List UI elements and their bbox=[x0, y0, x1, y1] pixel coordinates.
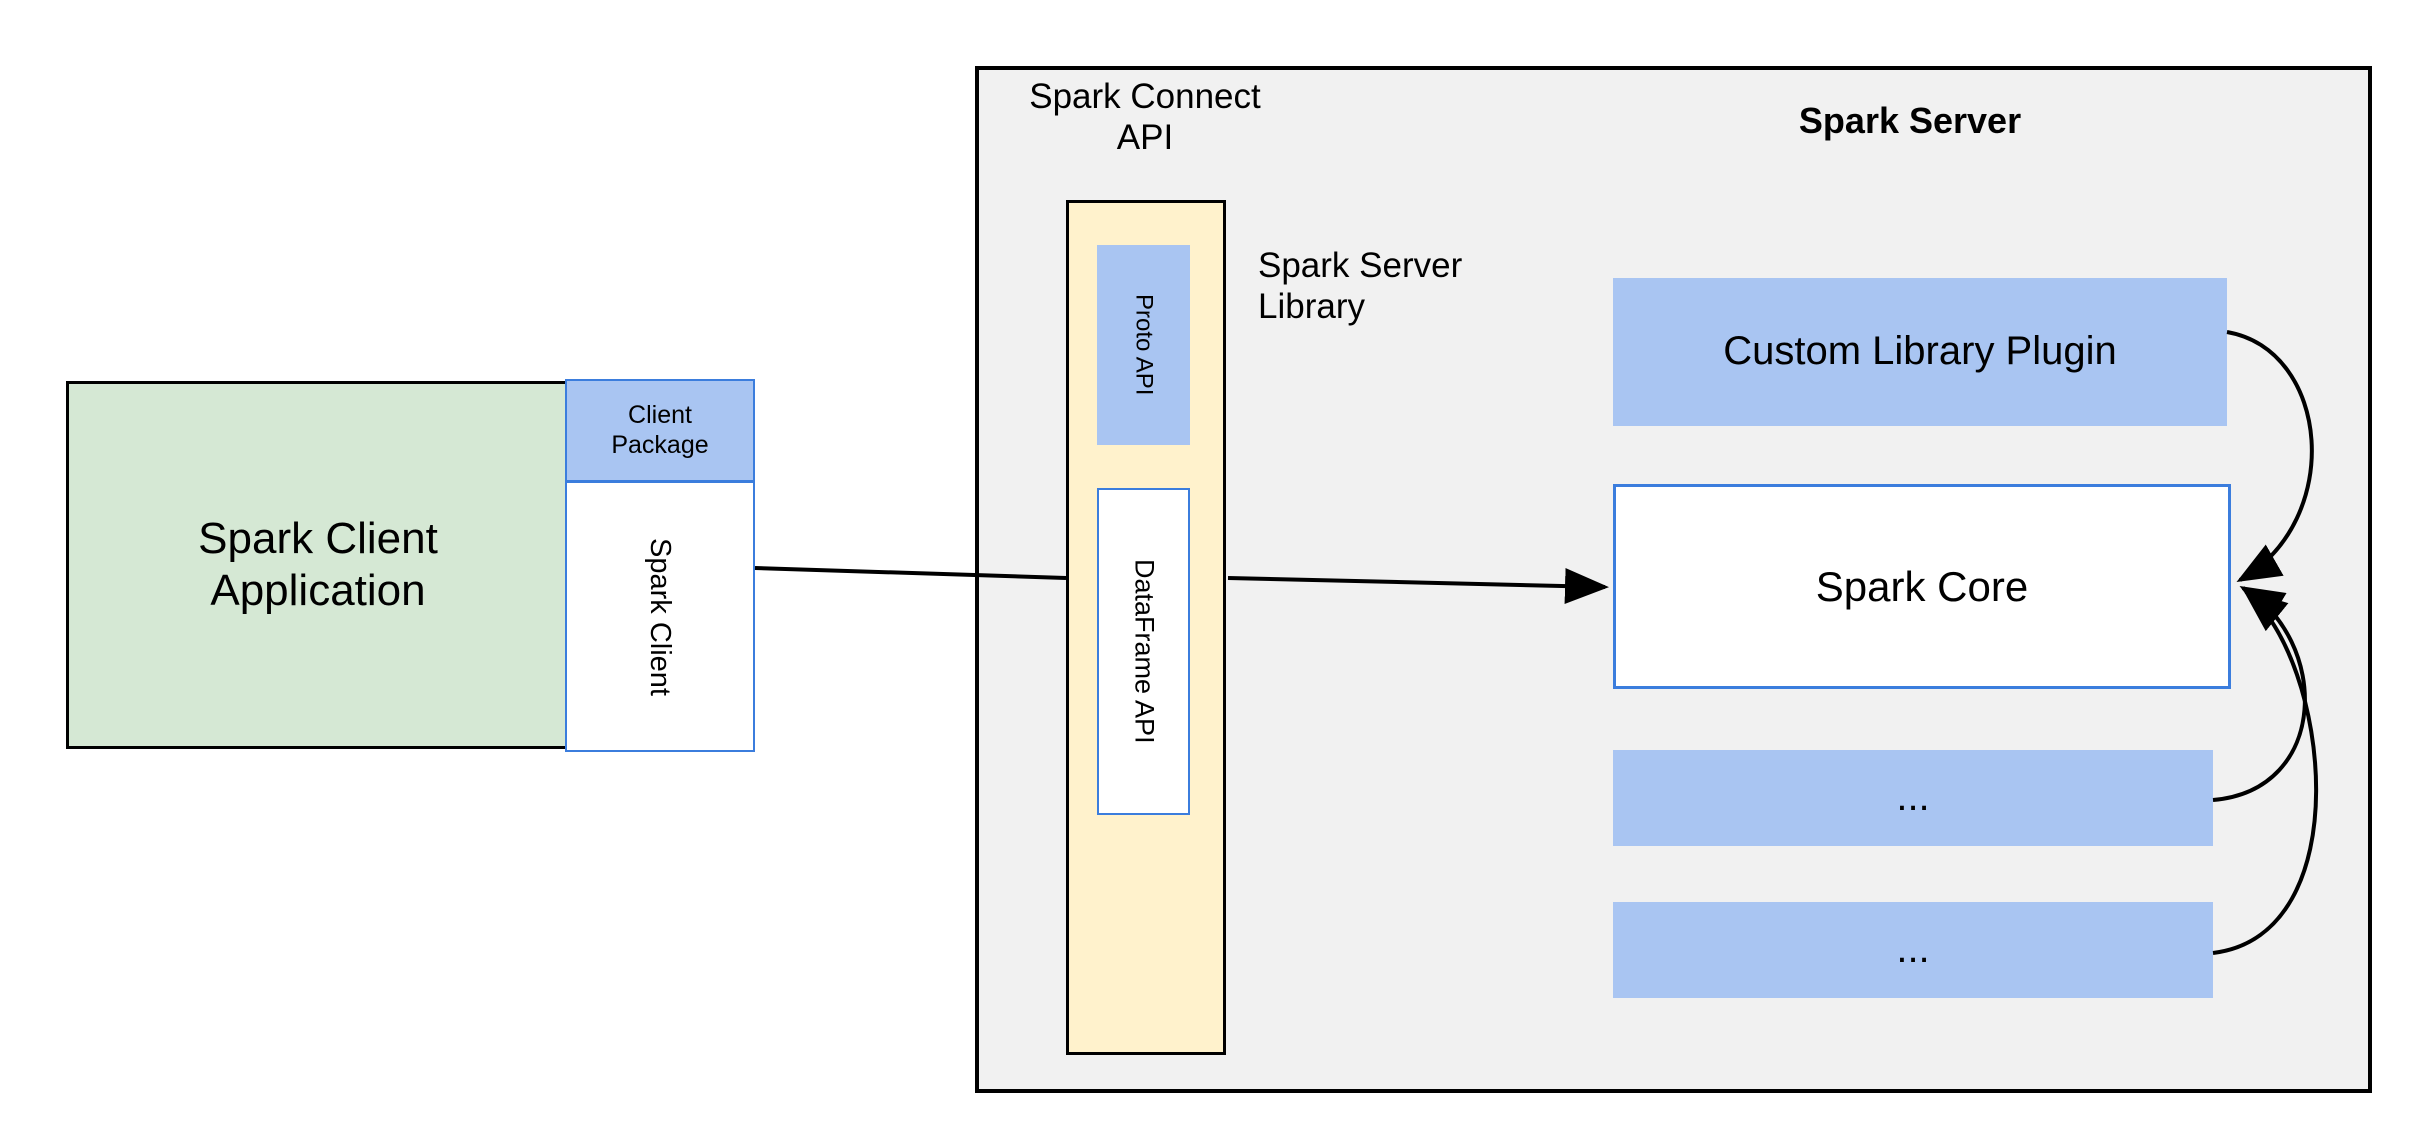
spark-server-library-line2: Library bbox=[1258, 287, 1365, 327]
proto-api-block[interactable]: Proto API bbox=[1097, 245, 1190, 445]
spark-client-block[interactable]: Spark Client bbox=[565, 481, 755, 752]
client-package-line1: Client bbox=[628, 401, 692, 429]
spark-client-label: Spark Client bbox=[644, 537, 677, 696]
additional-plugin-label-1: ... bbox=[1896, 775, 1930, 820]
spark-server-title: Spark Server bbox=[1798, 99, 2022, 141]
spark-client-application-line1: Spark Client bbox=[198, 514, 438, 564]
proto-api-label: Proto API bbox=[1130, 294, 1158, 396]
additional-plugin-block-1[interactable]: ... bbox=[1613, 750, 2213, 846]
dataframe-api-block[interactable]: DataFrame API bbox=[1097, 488, 1190, 815]
spark-core-label: Spark Core bbox=[1815, 562, 2029, 610]
custom-library-plugin-label: Custom Library Plugin bbox=[1723, 329, 2117, 374]
additional-plugin-block-2[interactable]: ... bbox=[1613, 902, 2213, 998]
spark-server-library-label: Spark Server Library bbox=[1258, 245, 1558, 339]
spark-client-application-block[interactable]: Spark Client Application bbox=[66, 381, 570, 749]
spark-core-block[interactable]: Spark Core bbox=[1613, 484, 2231, 689]
spark-server-library-line1: Spark Server bbox=[1258, 246, 1463, 285]
additional-plugin-label-2: ... bbox=[1896, 927, 1930, 972]
client-package-block[interactable]: Client Package bbox=[565, 379, 755, 482]
spark-connect-api-line1: Spark Connect bbox=[1029, 76, 1261, 116]
client-package-line2: Package bbox=[611, 430, 709, 459]
spark-client-application-line2: Application bbox=[210, 566, 426, 615]
dataframe-api-label: DataFrame API bbox=[1129, 559, 1160, 744]
custom-library-plugin-block[interactable]: Custom Library Plugin bbox=[1613, 278, 2227, 426]
spark-connect-api-label: Spark Connect API bbox=[1000, 70, 1290, 164]
spark-connect-api-line2: API bbox=[1116, 118, 1174, 157]
